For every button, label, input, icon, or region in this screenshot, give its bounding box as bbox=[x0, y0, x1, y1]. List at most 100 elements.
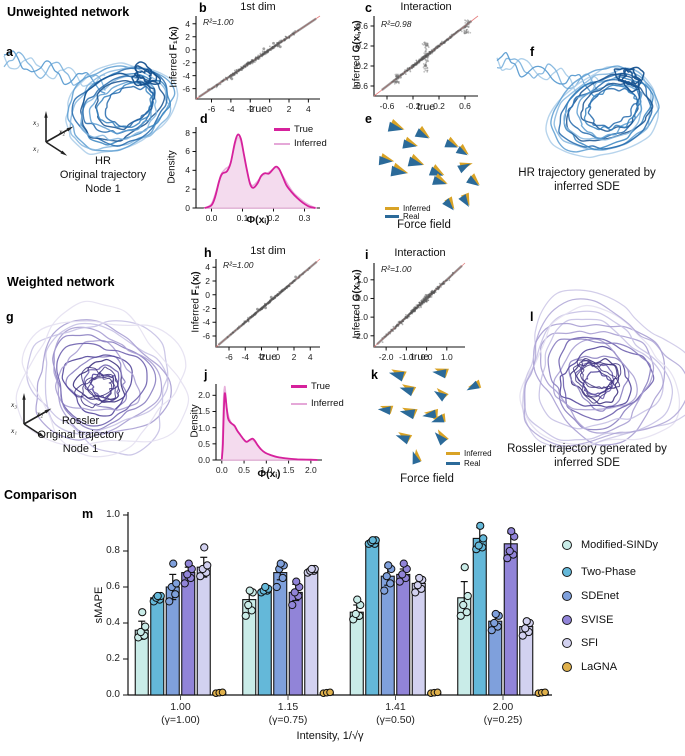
scatter-point bbox=[265, 304, 267, 307]
scatter-point bbox=[267, 50, 270, 52]
scatter-point bbox=[398, 75, 400, 77]
scatter-point bbox=[420, 300, 423, 303]
scatter-point bbox=[261, 306, 264, 309]
data-point bbox=[290, 588, 299, 597]
scatter-point bbox=[392, 330, 395, 333]
panel-letter-f: f bbox=[530, 45, 535, 59]
scatter-point bbox=[406, 315, 409, 318]
density-curve-true bbox=[204, 133, 316, 209]
tick-label: 1.0 bbox=[198, 422, 210, 433]
scatter-point bbox=[249, 316, 252, 319]
scatter-point bbox=[424, 298, 427, 301]
scatter-point bbox=[254, 312, 257, 315]
scatter-point bbox=[443, 283, 445, 285]
scatter-point bbox=[269, 300, 272, 303]
scatter-point bbox=[448, 279, 451, 282]
scatter-point bbox=[416, 62, 419, 65]
scatter-point bbox=[396, 77, 399, 80]
legend-item-Two-Phase: Two-Phase bbox=[562, 566, 636, 578]
scatter-point bbox=[267, 302, 269, 305]
scatter-point bbox=[422, 297, 425, 300]
scatter-point bbox=[428, 50, 431, 53]
scatter-point bbox=[416, 304, 419, 307]
scatter-point bbox=[410, 310, 413, 313]
tick-label: -0.6 bbox=[353, 81, 368, 91]
scatter-point bbox=[438, 287, 441, 290]
data-point bbox=[288, 600, 297, 610]
scatter-point bbox=[418, 60, 421, 63]
tick-label: 0 bbox=[275, 352, 281, 362]
legend-marker bbox=[562, 591, 572, 601]
scatter-point bbox=[437, 45, 440, 48]
scatter-point bbox=[260, 53, 263, 56]
scatter-point bbox=[394, 81, 397, 84]
scatter-point bbox=[269, 299, 272, 302]
scatter-point bbox=[418, 306, 420, 309]
scatter-point bbox=[406, 69, 409, 72]
scatter-point bbox=[424, 54, 427, 57]
scatter-point bbox=[421, 56, 424, 58]
scatter-point bbox=[273, 296, 276, 299]
scatter-point bbox=[286, 37, 289, 39]
panel-letter-d: d bbox=[200, 112, 208, 126]
scatter-point bbox=[267, 49, 269, 52]
scatter-point bbox=[274, 44, 277, 47]
scatter-point bbox=[424, 299, 427, 301]
scatter-point bbox=[437, 286, 440, 289]
scatter-point bbox=[405, 316, 408, 319]
scatter-point bbox=[230, 75, 233, 78]
bar-SVISE bbox=[503, 543, 518, 696]
axis-arrowhead bbox=[22, 393, 26, 400]
scatter-point bbox=[271, 47, 274, 50]
data-point bbox=[153, 591, 162, 601]
legend-item-SDEnet: SDEnet bbox=[562, 590, 619, 602]
real-arrow bbox=[434, 432, 448, 446]
scatter-point bbox=[432, 48, 435, 51]
scatter-point bbox=[404, 318, 406, 320]
scatter-point bbox=[232, 72, 235, 75]
legend-marker bbox=[562, 540, 572, 550]
tick-label: 0.1 bbox=[236, 213, 249, 223]
scatter-point bbox=[464, 26, 466, 29]
scatter-point bbox=[425, 297, 427, 300]
scatter-point bbox=[250, 61, 253, 64]
trajectory-curve bbox=[83, 364, 120, 403]
scatter-point bbox=[426, 54, 429, 57]
legend-marker bbox=[562, 567, 572, 577]
scatter-point bbox=[426, 54, 429, 57]
panel-i-r2: R²=1.00 bbox=[381, 264, 412, 274]
scatter-point bbox=[444, 279, 447, 282]
scatter-point bbox=[268, 45, 271, 48]
scatter-point bbox=[425, 294, 428, 297]
scatter-point bbox=[395, 75, 397, 78]
legend-item-LaGNA: LaGNA bbox=[562, 661, 617, 673]
scatter-point bbox=[439, 42, 442, 45]
scatter-point bbox=[244, 65, 247, 68]
scatter-point bbox=[438, 45, 441, 48]
real-arrow bbox=[378, 155, 393, 166]
scatter-point bbox=[282, 289, 284, 292]
scatter-point bbox=[237, 69, 240, 72]
scatter-point bbox=[297, 29, 300, 32]
scatter-point bbox=[425, 299, 427, 302]
scatter-point bbox=[441, 43, 443, 46]
scatter-point bbox=[404, 316, 407, 319]
data-point bbox=[491, 609, 500, 619]
scatter-point bbox=[420, 58, 422, 61]
panel-d-legend-true: True bbox=[274, 124, 313, 135]
scatter-point bbox=[427, 46, 430, 49]
bar-Modified-SINDy bbox=[349, 611, 364, 696]
scatter-point bbox=[252, 61, 255, 64]
scatter-point bbox=[404, 73, 407, 76]
scatter-point bbox=[416, 303, 419, 306]
scatter-point bbox=[410, 311, 413, 314]
scatter-point bbox=[449, 37, 452, 39]
scatter-point bbox=[449, 35, 451, 38]
scatter-point bbox=[230, 75, 233, 78]
scatter-point bbox=[442, 283, 445, 285]
scatter-point bbox=[428, 52, 431, 55]
scatter-point bbox=[265, 303, 268, 306]
scatter-point bbox=[425, 300, 428, 303]
scatter-point bbox=[427, 54, 430, 57]
tick-label: -4 bbox=[227, 104, 235, 114]
